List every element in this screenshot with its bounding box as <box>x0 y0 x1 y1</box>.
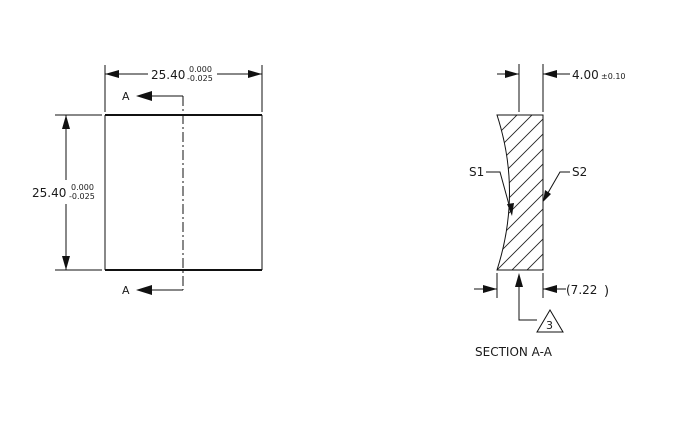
note-number: 3 <box>546 319 553 332</box>
section-arrow-bottom-head <box>136 285 152 295</box>
section-view: 4.00 ±0.10 S1 S2 (7.22 ) 3 SECTION A-A <box>469 64 626 359</box>
height-arrow-top <box>62 115 70 129</box>
height-arrow-bottom <box>62 256 70 270</box>
surface-label-s2: S2 <box>572 165 587 179</box>
surface-label-s1: S1 <box>469 165 484 179</box>
ref-arrow-left <box>483 285 497 293</box>
thickness-dim-nominal: 4.00 <box>572 68 599 82</box>
thickness-arrow-left <box>505 70 519 78</box>
s1-leader-arrow <box>507 203 514 216</box>
height-dim-upper-tol: 0.000 <box>71 183 94 192</box>
width-arrow-left <box>105 70 119 78</box>
height-dim-nominal: 25.40 <box>32 186 66 200</box>
width-dim-upper-tol: 0.000 <box>189 65 212 74</box>
note-leader <box>518 277 537 321</box>
width-dim-nominal: 25.40 <box>151 68 185 82</box>
ref-dim-value: (7.22 <box>566 283 597 297</box>
note-leader-arrow <box>515 273 523 287</box>
lens-section-outline <box>496 114 544 271</box>
section-caption: SECTION A-A <box>475 345 553 359</box>
section-label-top: A <box>122 90 130 103</box>
width-arrow-right <box>248 70 262 78</box>
front-view: A A 25.40 0.000 -0.025 25.40 0.000 -0.02… <box>32 65 263 297</box>
s1-leader <box>486 171 512 213</box>
ref-arrow-right <box>543 285 557 293</box>
s2-leader <box>544 171 570 199</box>
section-arrow-top-head <box>136 91 152 101</box>
width-dim-lower-tol: -0.025 <box>187 74 213 83</box>
thickness-dim-tol: ±0.10 <box>601 72 626 81</box>
ref-dim-paren: ) <box>604 284 609 299</box>
note-triangle <box>536 309 564 333</box>
height-dim-lower-tol: -0.025 <box>69 192 95 201</box>
thickness-arrow-right <box>543 70 557 78</box>
section-label-bottom: A <box>122 284 130 297</box>
s2-leader-arrow <box>543 190 551 202</box>
